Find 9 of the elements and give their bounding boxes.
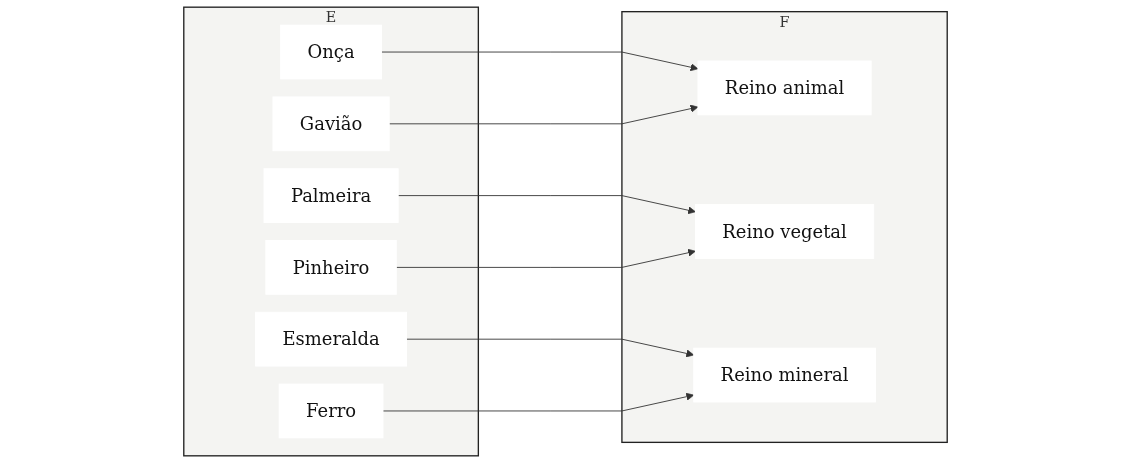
node-box: Onça	[280, 24, 382, 80]
node-box: Ferro	[278, 383, 384, 439]
node-box: Esmeralda	[255, 311, 407, 367]
node-box: Pinheiro	[265, 240, 397, 295]
node-box: Reino animal	[697, 60, 872, 116]
node-box: Palmeira	[263, 168, 399, 223]
node-box: Reino vegetal	[694, 204, 875, 259]
node-box: Reino mineral	[693, 347, 876, 403]
node-box: Gavião	[272, 96, 390, 152]
